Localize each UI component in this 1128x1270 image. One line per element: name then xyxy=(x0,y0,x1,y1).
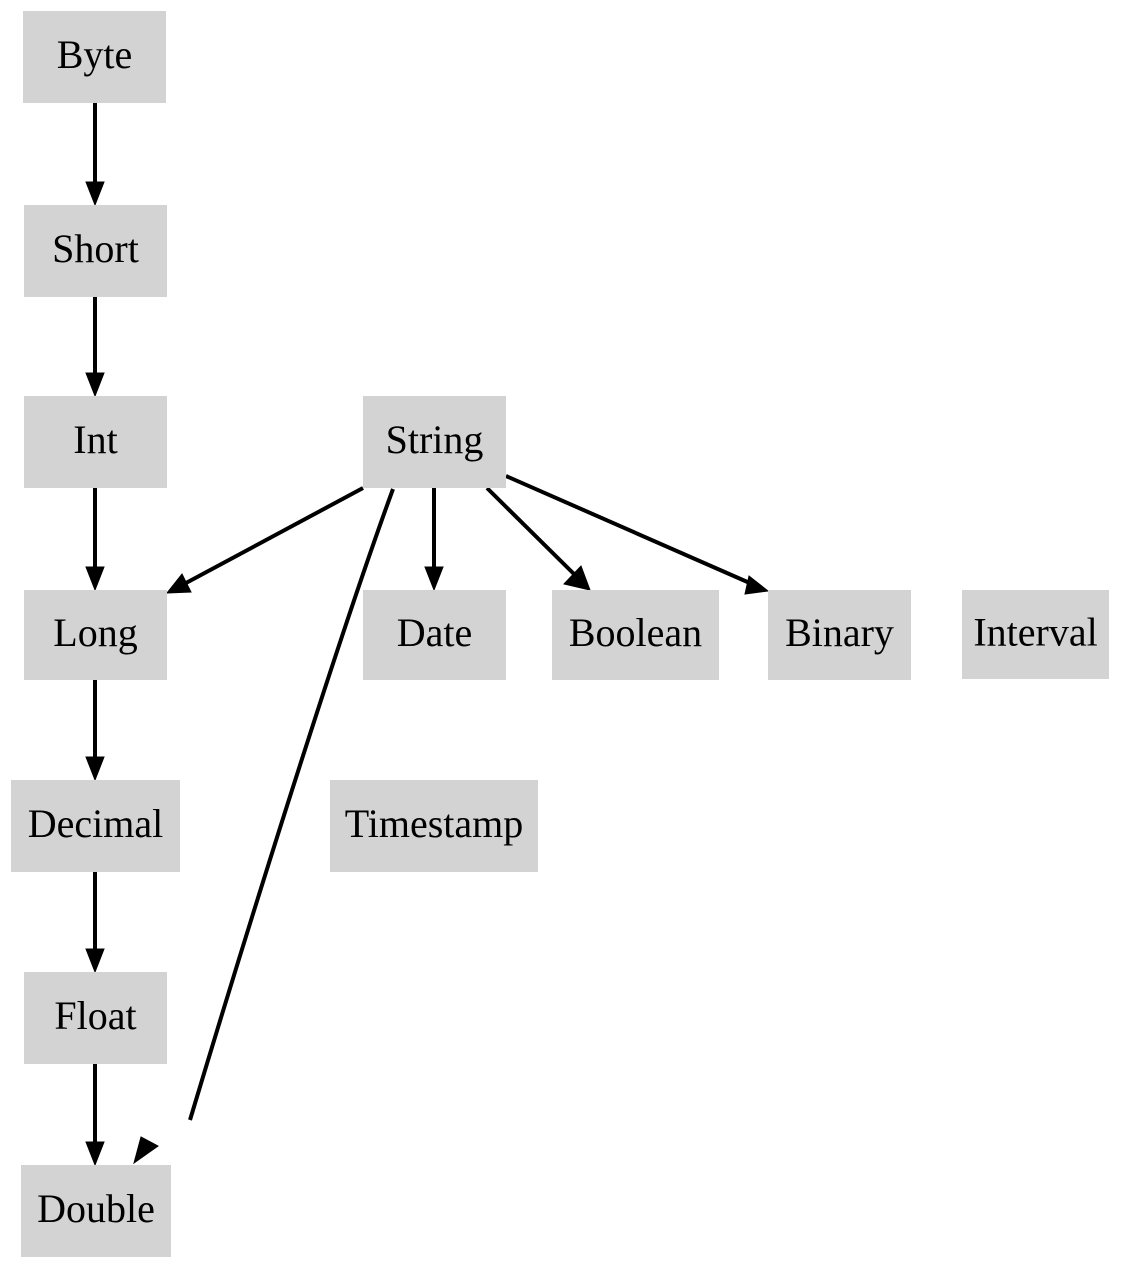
node-box[interactable] xyxy=(962,590,1109,679)
node-box[interactable] xyxy=(552,590,719,680)
node-label: Short xyxy=(52,226,139,271)
arrowhead-icon xyxy=(165,573,192,594)
edge-byte-short xyxy=(85,103,105,207)
edge-float-double xyxy=(85,1064,105,1167)
edge-string-long xyxy=(165,486,364,594)
node-box[interactable] xyxy=(768,590,911,680)
arrowhead-icon xyxy=(563,565,591,591)
edge-int-long xyxy=(85,488,105,592)
node-byte[interactable]: Byte xyxy=(23,11,166,103)
arrowhead-icon xyxy=(85,181,105,207)
node-label: String xyxy=(386,417,484,462)
node-label: Int xyxy=(73,417,117,462)
node-date[interactable]: Date xyxy=(363,590,506,680)
edge-line xyxy=(485,486,578,578)
edge-layer xyxy=(85,103,770,1167)
edge-string-binary xyxy=(505,474,770,595)
edge-short-int xyxy=(85,297,105,398)
arrowhead-icon xyxy=(85,566,105,592)
arrowhead-icon xyxy=(85,1141,105,1167)
node-label: Float xyxy=(54,993,136,1038)
node-box[interactable] xyxy=(330,780,538,872)
edge-line xyxy=(505,474,753,586)
edge-line xyxy=(188,488,395,1121)
node-label: Date xyxy=(397,610,473,655)
node-label: Long xyxy=(53,610,137,655)
node-box[interactable] xyxy=(24,972,167,1064)
node-label: Decimal xyxy=(28,801,164,846)
node-label: Timestamp xyxy=(345,801,524,846)
node-short[interactable]: Short xyxy=(24,205,167,297)
node-string[interactable]: String xyxy=(363,396,506,488)
edge-string-boolean xyxy=(485,486,591,591)
edge-long-decimal xyxy=(85,680,105,782)
node-timestamp[interactable]: Timestamp xyxy=(330,780,538,872)
arrowhead-icon xyxy=(744,575,770,595)
node-box[interactable] xyxy=(24,590,167,680)
node-box[interactable] xyxy=(21,1165,171,1257)
node-int[interactable]: Int xyxy=(24,396,167,488)
arrowhead-icon xyxy=(85,756,105,782)
node-box[interactable] xyxy=(363,590,506,680)
arrowhead-icon xyxy=(133,1136,159,1165)
edge-string-date xyxy=(424,488,444,592)
node-box[interactable] xyxy=(23,11,166,103)
arrowhead-icon xyxy=(85,372,105,398)
node-label: Boolean xyxy=(569,610,702,655)
edge-decimal-float xyxy=(85,872,105,974)
node-boolean[interactable]: Boolean xyxy=(552,590,719,680)
node-interval[interactable]: Interval xyxy=(962,590,1109,679)
node-label: Interval xyxy=(973,610,1097,655)
arrowhead-icon xyxy=(85,948,105,974)
node-label: Byte xyxy=(57,32,133,77)
node-box[interactable] xyxy=(24,205,167,297)
edge-string-double xyxy=(133,488,395,1165)
node-label: Double xyxy=(37,1186,155,1231)
node-long[interactable]: Long xyxy=(24,590,167,680)
node-box[interactable] xyxy=(363,396,506,488)
node-binary[interactable]: Binary xyxy=(768,590,911,680)
node-label: Binary xyxy=(785,610,894,655)
node-box[interactable] xyxy=(24,396,167,488)
arrowhead-icon xyxy=(424,566,444,592)
node-double[interactable]: Double xyxy=(21,1165,171,1257)
node-float[interactable]: Float xyxy=(24,972,167,1064)
node-decimal[interactable]: Decimal xyxy=(11,780,180,872)
node-box[interactable] xyxy=(11,780,180,872)
edge-line xyxy=(185,486,364,585)
